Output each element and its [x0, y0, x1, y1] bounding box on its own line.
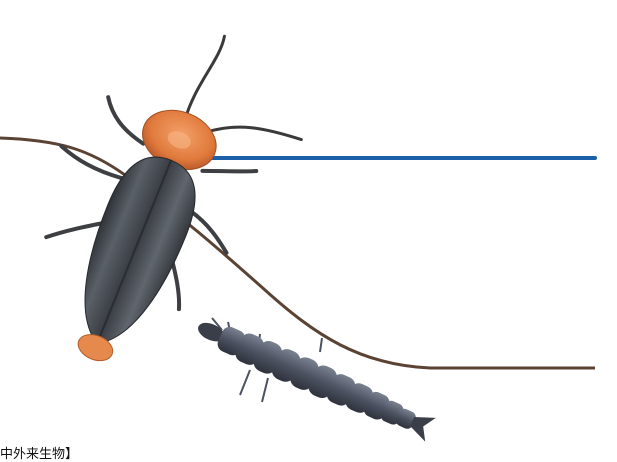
firefly-larva-icon: [192, 312, 437, 445]
curve-line: [0, 138, 595, 368]
caption-text: 中外来生物】: [0, 447, 78, 462]
firefly-adult-icon: [0, 0, 326, 401]
